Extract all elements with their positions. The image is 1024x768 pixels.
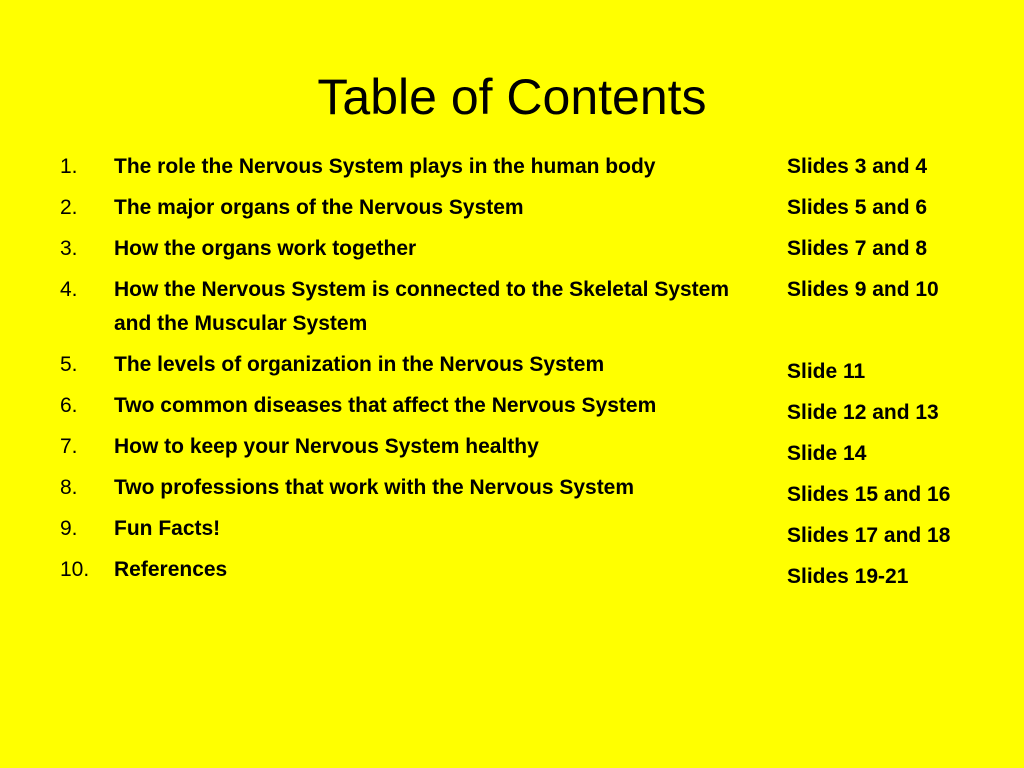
toc-list: 1. The role the Nervous System plays in … [60,150,760,594]
toc-item: 9. Fun Facts! [60,512,760,546]
toc-item: 2. The major organs of the Nervous Syste… [60,191,760,225]
toc-item-number: 9. [60,517,78,540]
toc-item-text: References [114,558,228,581]
toc-item-number: 5. [60,353,78,376]
slide-reference: Slides 5 and 6 [787,196,928,219]
toc-item: 4. How the Nervous System is connected t… [60,273,760,341]
toc-item-text: The major organs of the Nervous System [114,196,524,219]
toc-item-text: Two professions that work with the Nervo… [114,476,635,499]
toc-item-number: 6. [60,394,78,417]
toc-item-number: 4. [60,278,78,301]
toc-item-number: 3. [60,237,78,260]
toc-item: 3. How the organs work together [60,232,760,266]
slide-reference: Slide 14 [787,442,867,465]
toc-item-text: Fun Facts! [114,517,221,540]
slide-reference: Slides 15 and 16 [787,483,951,506]
slide-reference: Slides 7 and 8 [787,237,928,260]
slide-reference: Slide 12 and 13 [787,401,939,424]
slide-reference: Slides 19-21 [787,565,909,588]
slide-reference: Slides 3 and 4 [787,155,928,178]
slide-title: Table of Contents [317,69,707,125]
toc-item: 5. The levels of organization in the Ner… [60,348,760,382]
toc-item: 7. How to keep your Nervous System healt… [60,430,760,464]
toc-item-text: How to keep your Nervous System healthy [114,435,539,458]
toc-item: 6. Two common diseases that affect the N… [60,389,760,423]
slide-reference: Slides 17 and 18 [787,524,951,547]
toc-item-text: The levels of organization in the Nervou… [114,353,605,376]
toc-item: 8. Two professions that work with the Ne… [60,471,760,505]
toc-item-number: 1. [60,155,78,178]
toc-item: 10. References [60,553,760,587]
toc-item-number: 7. [60,435,78,458]
slide-reference: Slides 9 and 10 [787,278,939,301]
toc-item-text: Two common diseases that affect the Nerv… [114,394,657,417]
toc-item-text: How the organs work together [114,237,417,260]
toc-item-number: 8. [60,476,78,499]
toc-item-text: How the Nervous System is connected to t… [114,278,730,335]
toc-item-number: 10. [60,558,90,581]
slide-references: Slides 3 and 4 Slides 5 and 6 Slides 7 a… [787,150,1017,601]
slide-reference: Slide 11 [787,360,866,383]
toc-item-text: The role the Nervous System plays in the… [114,155,656,178]
toc-item-number: 2. [60,196,78,219]
toc-item: 1. The role the Nervous System plays in … [60,150,760,184]
